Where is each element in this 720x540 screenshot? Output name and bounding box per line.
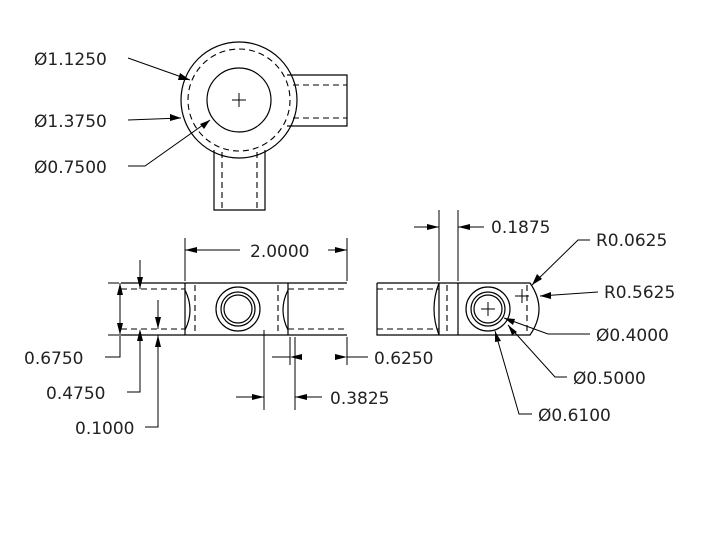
front-view-hole-inner: [220, 291, 256, 327]
side-view-left-arc: [433, 282, 440, 336]
arrow-overall-left: [185, 247, 197, 253]
leader-hole-diameter: [503, 317, 590, 335]
arrow-outer-hole-diameter: [495, 331, 501, 342]
front-view-outline: [121, 282, 347, 336]
top-view-bottom-tube-hidden: [221, 152, 258, 210]
front-view-hole-bore: [223, 294, 253, 324]
side-view-fillet-center: [515, 289, 529, 303]
label-hole-offset: 0.3825: [330, 389, 389, 409]
arrow-flange-diameter: [170, 114, 181, 121]
ext-end-length: [289, 337, 348, 365]
top-view-bottom-tube: [213, 150, 266, 211]
arrow-height-top: [117, 283, 123, 295]
arrow-wall-right: [458, 224, 470, 230]
top-view-bore-circle: [206, 67, 272, 133]
leader-bore-diameter: [128, 119, 211, 167]
side-view-hole-bore: [473, 294, 503, 324]
label-height: 0.6750: [24, 349, 83, 369]
arrow-wall-left: [427, 224, 439, 230]
side-view-hole-counterbore: [470, 291, 506, 327]
arrow-end-left: [290, 354, 302, 360]
label-hole-diameter: Ø0.4000: [596, 326, 669, 346]
top-view-center-mark: [232, 93, 246, 107]
arrow-hole-left: [252, 394, 264, 400]
front-view-hole-outer: [215, 286, 261, 332]
arrow-fillet-radius: [532, 274, 542, 285]
label-fillet-radius: R0.0625: [596, 231, 667, 251]
top-view-side-tube: [287, 74, 348, 127]
top-view-outer-hidden-circle: [187, 48, 291, 152]
label-inner-height: 0.4750: [46, 384, 105, 404]
label-outer-hole-diameter: Ø0.6100: [538, 406, 611, 426]
front-view-left-arc: [184, 289, 191, 331]
side-view-center-mark: [481, 302, 495, 316]
side-view: 0.1875 R0.0625 R0.5625 Ø0.4000 Ø0.5000 Ø…: [376, 210, 675, 426]
label-outer-diameter: Ø1.1250: [34, 50, 107, 70]
arrow-height-bottom: [117, 323, 123, 335]
front-view-hidden-walls: [194, 285, 279, 333]
arrow-hole-right: [295, 394, 307, 400]
arrow-outer-diameter: [178, 73, 190, 80]
label-offset: 0.1000: [75, 419, 134, 439]
side-view-hole-outer: [465, 286, 511, 332]
arrow-offset-bottom: [155, 335, 161, 347]
label-bore-diameter: Ø0.7500: [34, 158, 107, 178]
arrow-inner-bottom: [137, 329, 143, 341]
label-wall: 0.1875: [491, 218, 550, 238]
top-view-flange-circle: [180, 41, 298, 159]
arrow-overall-right: [335, 247, 347, 253]
side-view-hidden-bore: [377, 288, 439, 330]
arrow-counterbore-diameter: [508, 325, 517, 335]
dim-height: [105, 283, 121, 358]
leader-counterbore-diameter: [507, 324, 567, 378]
arrow-offset-top: [155, 317, 161, 329]
arrow-bore-diameter: [200, 120, 210, 129]
side-view-left-tube: [376, 282, 439, 336]
label-flange-diameter: Ø1.3750: [34, 112, 107, 132]
label-end-length: 0.6250: [374, 349, 433, 369]
side-view-hidden-walls: [446, 285, 528, 333]
front-view-hidden-bore: [121, 288, 347, 330]
label-counterbore-diameter: Ø0.5000: [573, 369, 646, 389]
top-view-side-tube-hidden: [293, 84, 347, 119]
ext-wall: [438, 210, 459, 281]
ext-overall-length: [184, 238, 348, 281]
top-view: Ø1.1250 Ø1.3750 Ø0.7500: [34, 41, 348, 211]
arrow-outer-radius: [540, 292, 551, 299]
leader-outer-hole-diameter: [494, 330, 532, 415]
arrow-inner-top: [137, 277, 143, 289]
ext-height: [108, 282, 119, 336]
side-view-wall-lines: [438, 283, 459, 335]
front-view: 2.0000 0.6750 0.4750 0.1000 0.6250 0.382…: [24, 238, 433, 439]
arrow-hole-diameter: [504, 318, 515, 325]
leader-fillet-radius: [531, 239, 590, 286]
front-view-boss-lines: [184, 283, 289, 335]
label-overall-length: 2.0000: [250, 242, 309, 262]
arrow-end-right: [335, 354, 347, 360]
side-view-body: [439, 282, 540, 336]
label-outer-radius: R0.5625: [604, 283, 675, 303]
front-view-right-arc: [282, 289, 289, 331]
